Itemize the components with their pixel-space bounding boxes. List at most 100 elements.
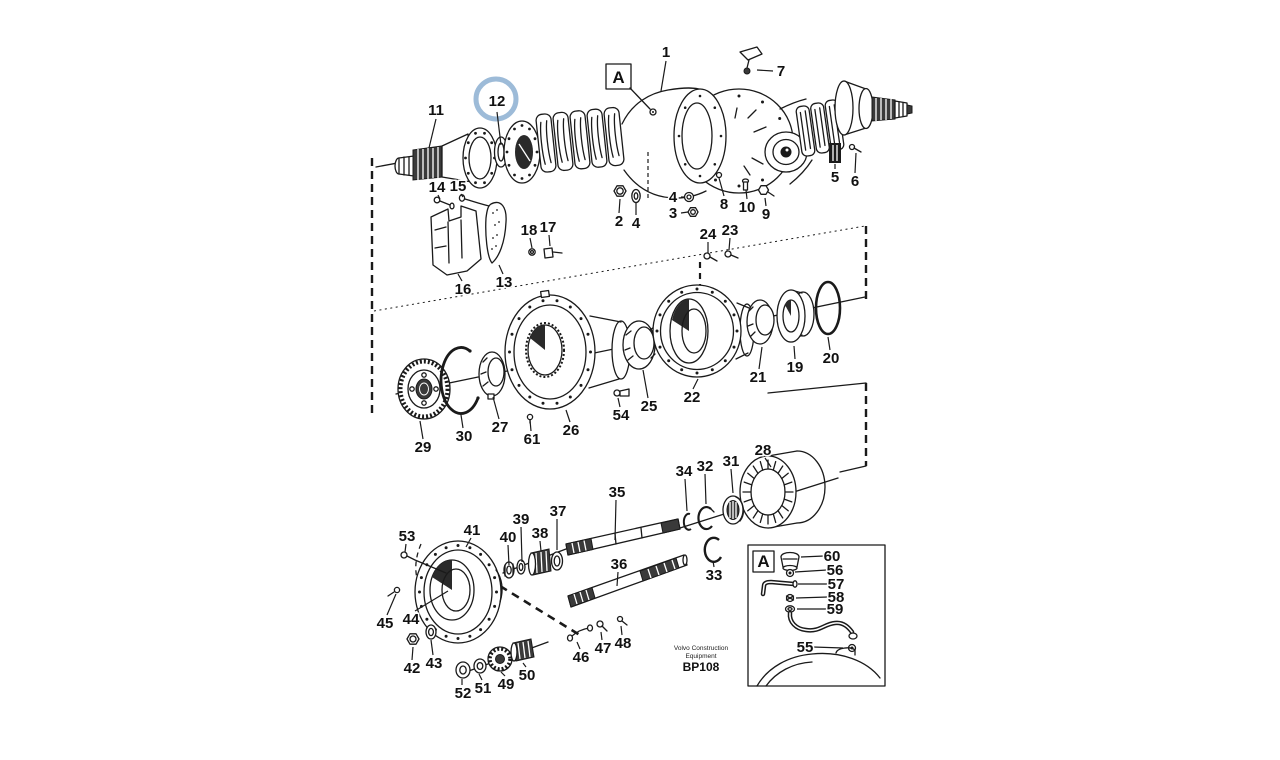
callout-24: 24 [700, 226, 717, 243]
callout-18: 18 [521, 222, 538, 239]
leader-line-11 [428, 118, 437, 149]
callout-3: 3 [669, 205, 677, 222]
wheel-hub-group [387, 540, 628, 679]
callout-41: 41 [464, 522, 481, 539]
callout-17: 17 [540, 219, 557, 236]
callout-20: 20 [823, 350, 840, 367]
leader-line-1 [660, 60, 667, 92]
leader-line-27 [492, 396, 500, 420]
leader-line-47 [600, 631, 603, 641]
leader-line-19 [793, 345, 796, 360]
callout-19: 19 [787, 359, 804, 376]
axle-boot-left [535, 106, 625, 173]
hose [787, 610, 858, 640]
coupling-38 [527, 548, 552, 576]
drive-flange [462, 127, 498, 189]
watermark-line2: Equipment [685, 653, 716, 660]
callout-46: 46 [573, 649, 590, 666]
leader-lines [386, 60, 857, 685]
callout-36: 36 [611, 556, 628, 573]
callout-31: 31 [723, 453, 740, 470]
callout-11: 11 [428, 102, 444, 119]
leader-line-53 [404, 543, 407, 553]
leader-line-43 [430, 639, 434, 656]
bolt-53 [400, 551, 447, 574]
leader-line-40 [507, 544, 510, 566]
washer-39 [516, 559, 526, 575]
washer-32 [697, 506, 715, 531]
inset-a-letter: A [757, 552, 769, 571]
callout-50: 50 [519, 667, 536, 684]
callout-58: 58 [828, 589, 845, 606]
breather-cap-60 [780, 551, 800, 572]
callout-2: 2 [615, 213, 623, 230]
callout-32: 32 [697, 458, 714, 475]
leader-line-16 [457, 273, 463, 282]
callout-35: 35 [609, 484, 626, 501]
callout-4: 4 [632, 215, 641, 232]
callout-1: 1 [662, 44, 670, 61]
leader-line-25 [642, 369, 649, 399]
callout-51: 51 [475, 680, 492, 697]
bearing-27 [478, 351, 506, 400]
callout-28: 28 [755, 442, 772, 459]
elbow-pipe-57 [760, 579, 798, 597]
callout-25: 25 [641, 398, 658, 415]
pin-48 [616, 615, 628, 626]
callout-40: 40 [500, 529, 517, 546]
callout-8: 8 [720, 196, 728, 213]
leader-line-31 [730, 468, 734, 494]
leader-line-44 [414, 590, 449, 612]
callout-5: 5 [831, 169, 839, 186]
hub-41 [414, 540, 503, 644]
pin-part6 [848, 143, 862, 153]
breather-valve-part7 [739, 46, 763, 75]
callout-38: 38 [532, 525, 549, 542]
leader-line-41 [465, 537, 472, 548]
callout-44: 44 [403, 611, 420, 628]
fitting-45 [387, 586, 401, 597]
housing-sketch [756, 647, 881, 687]
leader-line-15 [460, 193, 464, 198]
fitting-54 [613, 388, 630, 397]
callout-43: 43 [426, 655, 443, 672]
leader-line-42 [411, 646, 414, 661]
callout-16: 16 [455, 281, 472, 298]
callout-7: 7 [777, 63, 785, 80]
leader-line-9 [764, 197, 767, 207]
leader-line-45 [386, 593, 397, 616]
callout-37: 37 [550, 503, 567, 520]
leader-line-54 [617, 397, 621, 408]
leader-line-8 [718, 177, 725, 197]
leader-line-49 [500, 671, 506, 677]
leader-line-18 [529, 237, 533, 249]
snap-ring-30 [439, 346, 480, 415]
callout-42: 42 [404, 660, 421, 677]
brake-drum-22 [652, 284, 755, 378]
leader-line-38 [539, 540, 542, 552]
housing-fasteners [433, 171, 775, 262]
axle-shaft-right [834, 80, 913, 136]
leader-line-50 [522, 662, 527, 668]
view-label-a-main: A [605, 63, 657, 116]
leader-line-21 [758, 346, 763, 370]
callout-52: 52 [455, 685, 472, 702]
callout-12: 12 [489, 93, 506, 110]
leader-line-22 [692, 378, 699, 390]
watermark: Volvo Construction Equipment BP108 [674, 645, 729, 674]
bolt-47 [596, 620, 608, 632]
callout-49: 49 [498, 676, 515, 693]
callout-4: 4 [669, 189, 678, 206]
callout-6: 6 [851, 173, 859, 190]
highlight-ring [473, 76, 519, 122]
leader-line-17 [548, 234, 551, 247]
callout-57: 57 [828, 576, 845, 593]
callout-45: 45 [377, 615, 394, 632]
leader-line-46 [576, 641, 581, 650]
leader-line-2 [618, 198, 621, 214]
callout-22: 22 [684, 389, 701, 406]
callout-29: 29 [415, 439, 432, 456]
leader-line-33 [712, 560, 715, 568]
